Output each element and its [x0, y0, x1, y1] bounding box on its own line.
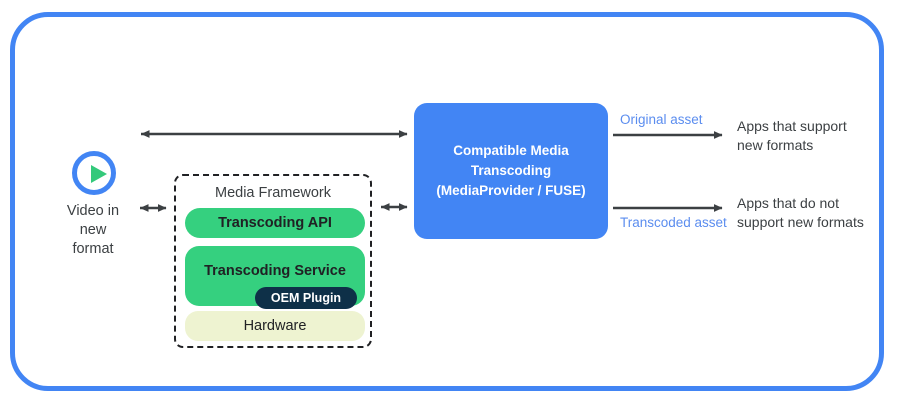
apps-support-line1: Apps that support — [737, 118, 847, 134]
transcoding-api-label: Transcoding API — [218, 215, 332, 231]
oem-plugin-label: OEM Plugin — [270, 291, 342, 305]
play-circle-icon — [72, 151, 116, 195]
hardware-label: Hardware — [243, 318, 307, 334]
original-asset-label: Original asset — [620, 112, 703, 127]
cmt-line2: Transcoding — [470, 163, 552, 178]
media-framework-title: Media Framework — [214, 185, 332, 201]
play-triangle-shape — [91, 165, 107, 183]
oem-plugin-badge: OEM Plugin — [255, 287, 357, 309]
apps-nosupport-label: Apps that do not support new formats — [737, 194, 864, 232]
hardware-box: Hardware — [185, 311, 365, 341]
apps-nosupport-line1: Apps that do not — [737, 195, 839, 211]
video-source-label: Video in new format — [43, 202, 143, 259]
video-source-label-line3: format — [72, 241, 114, 257]
cmt-line1: Compatible Media — [453, 143, 569, 158]
apps-support-line2: new formats — [737, 137, 814, 153]
cmt-line3: (MediaProvider / FUSE) — [436, 183, 586, 198]
transcoding-service-label: Transcoding Service — [204, 263, 346, 279]
compatible-media-transcoding-box: Compatible Media Transcoding (MediaProvi… — [414, 103, 608, 239]
transcoding-api-box: Transcoding API — [185, 208, 365, 238]
apps-nosupport-line2: support new formats — [737, 214, 864, 230]
media-framework-container: Media Framework Transcoding API Transcod… — [174, 174, 372, 348]
video-source-label-line1: Video in — [66, 203, 120, 219]
video-source-label-line2: new — [79, 222, 107, 238]
transcoded-asset-label: Transcoded asset — [620, 215, 727, 230]
apps-support-label: Apps that support new formats — [737, 117, 847, 155]
